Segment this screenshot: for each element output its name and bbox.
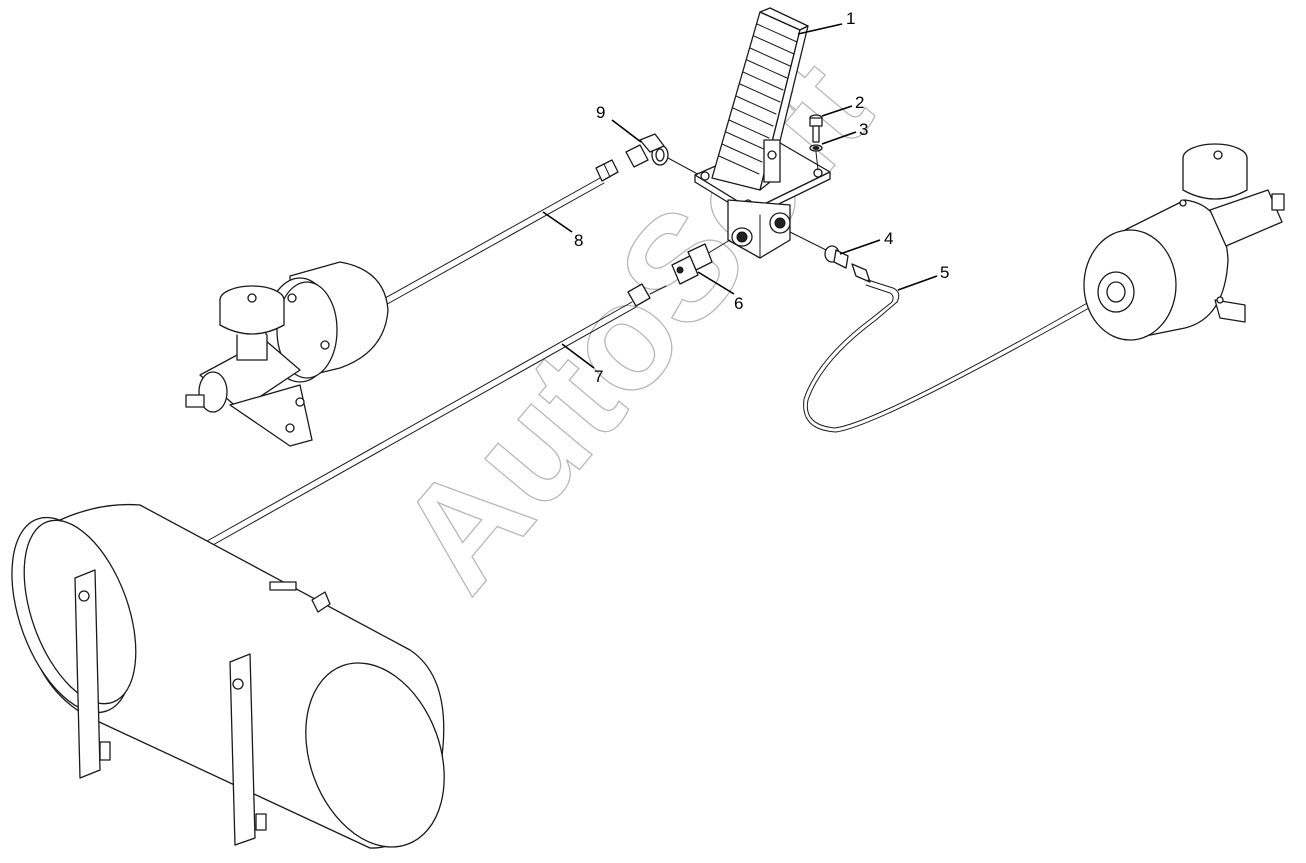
tee-fitting-6 (671, 239, 731, 285)
air-line-8 (377, 159, 619, 308)
callout-7: 7 (561, 343, 603, 386)
elbow-fitting-9 (625, 133, 706, 179)
bolt-2 (809, 114, 823, 143)
callout-label-3: 3 (859, 120, 868, 139)
callout-2: 2 (821, 93, 864, 117)
washer-3 (809, 144, 823, 171)
callout-1: 1 (797, 9, 855, 35)
callout-3: 3 (821, 120, 868, 145)
callout-9: 9 (596, 103, 642, 143)
brake-pedal-valve (694, 7, 831, 259)
fitting-4 (789, 231, 849, 269)
callout-label-4: 4 (884, 229, 893, 248)
air-reservoir-tank (11, 503, 445, 849)
right-brake-booster (1083, 143, 1285, 341)
callout-label-8: 8 (574, 231, 583, 250)
callout-label-6: 6 (734, 294, 743, 313)
air-line-7 (199, 283, 667, 551)
callout-4: 4 (839, 229, 893, 255)
callout-label-7: 7 (594, 367, 603, 386)
callout-8: 8 (542, 211, 583, 250)
callout-label-1: 1 (846, 9, 855, 28)
callout-label-9: 9 (596, 103, 605, 122)
callout-5: 5 (897, 263, 949, 291)
callout-label-5: 5 (940, 263, 949, 282)
callout-6: 6 (697, 271, 743, 313)
callout-label-2: 2 (855, 93, 864, 112)
air-line-5 (803, 263, 1106, 433)
left-brake-booster (185, 261, 389, 447)
